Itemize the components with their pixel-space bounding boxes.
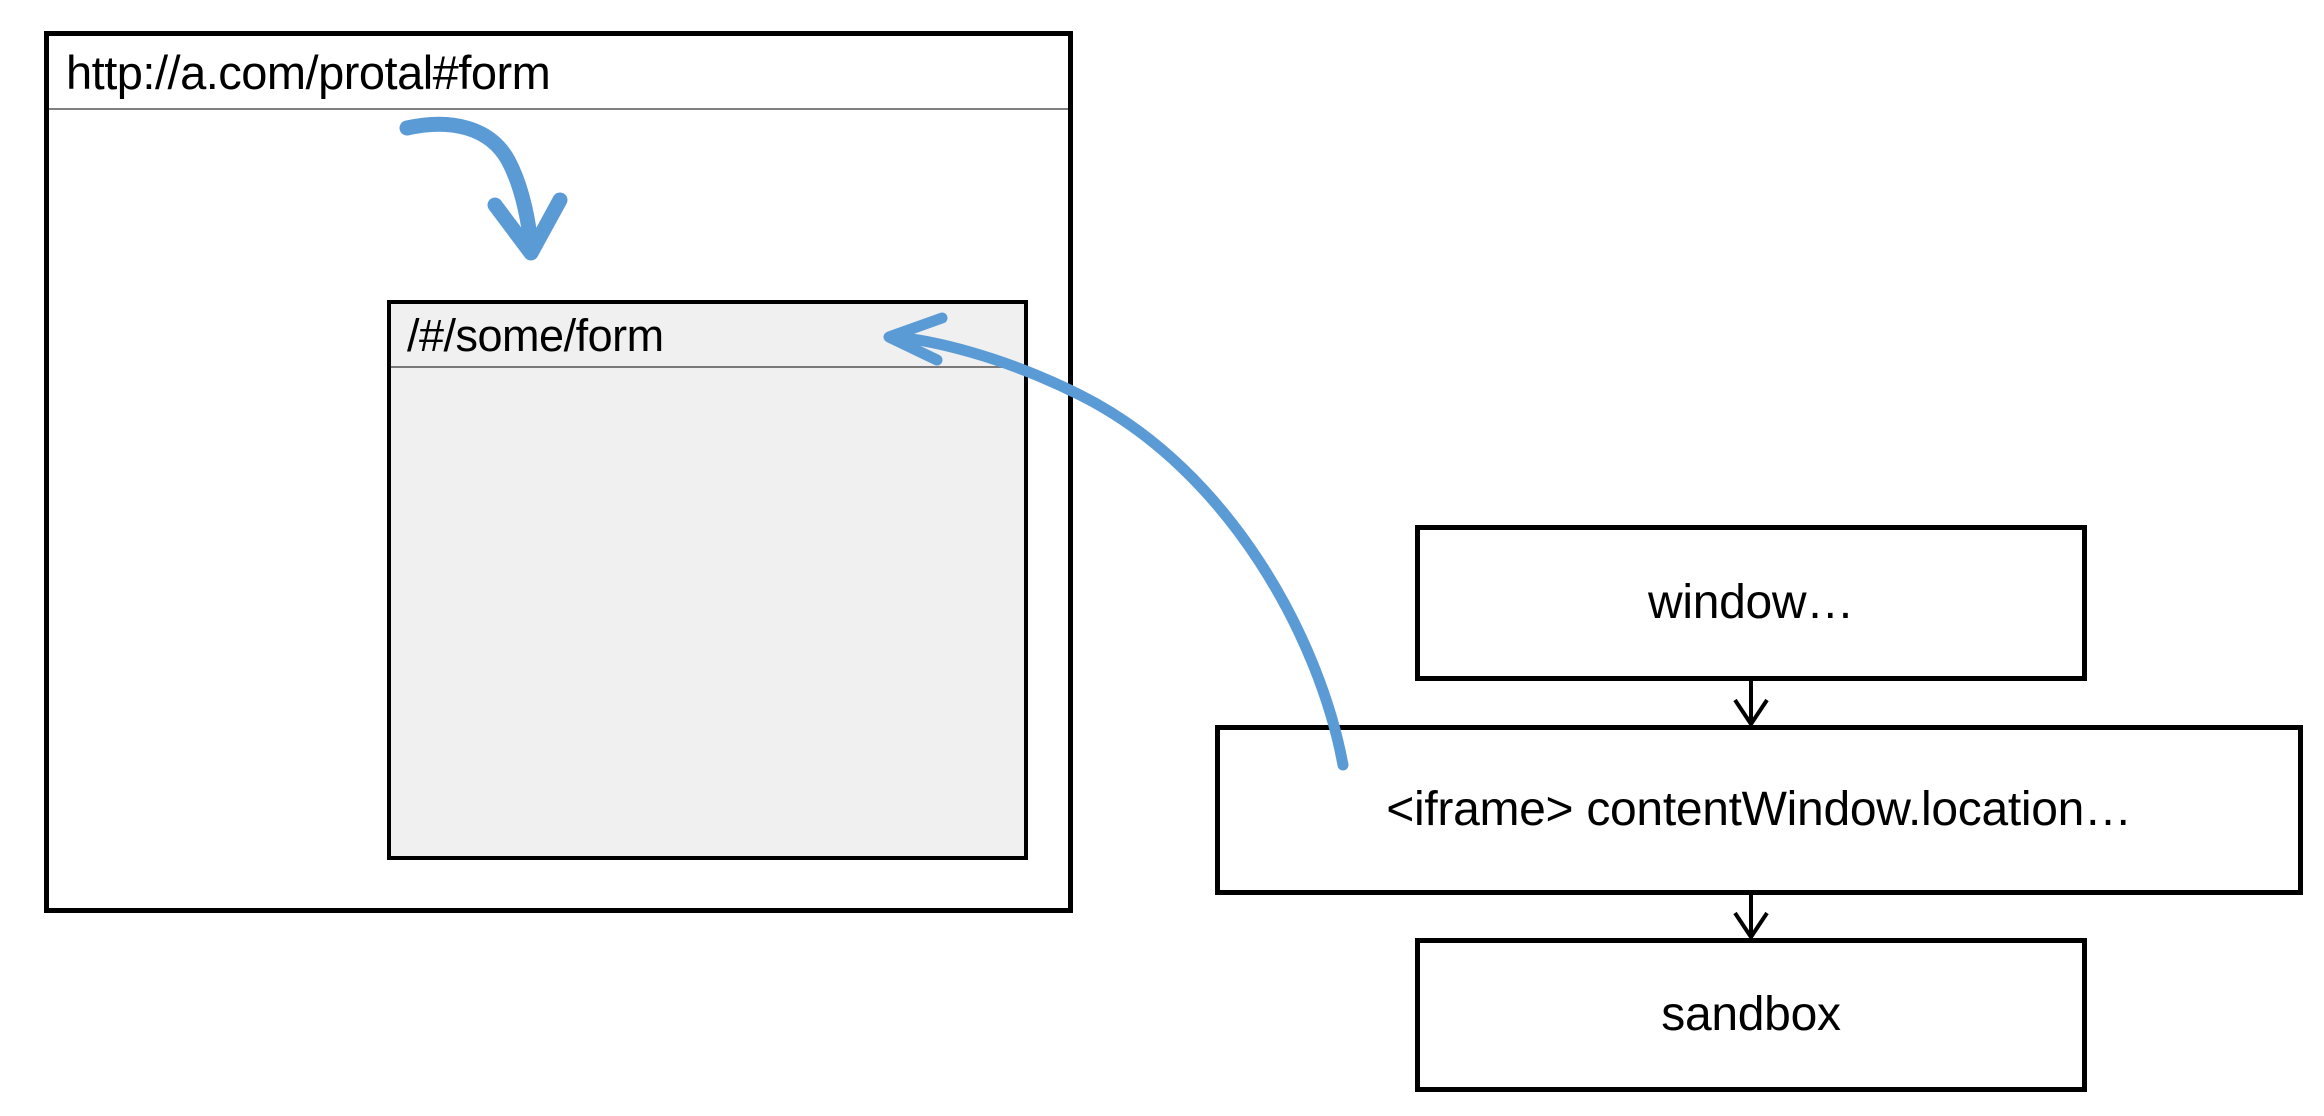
- iframe-url-text: /#/some/form: [407, 309, 664, 361]
- flow-box-iframe-label: <iframe> contentWindow.location…: [1386, 782, 2132, 836]
- connector-iframe-to-sandbox-icon: [1733, 895, 1769, 941]
- iframe-url-bar[interactable]: /#/some/form: [391, 304, 1024, 368]
- iframe-body: [391, 368, 1024, 856]
- browser-url-bar[interactable]: http://a.com/protal#form: [49, 36, 1068, 110]
- browser-url-text: http://a.com/protal#form: [66, 45, 551, 99]
- flow-box-window-label: window…: [1648, 575, 1854, 629]
- browser-window: http://a.com/protal#form /#/some/form: [44, 31, 1073, 913]
- flow-box-window: window…: [1415, 525, 2087, 681]
- flow-box-iframe: <iframe> contentWindow.location…: [1215, 725, 2303, 895]
- iframe-panel: /#/some/form: [387, 300, 1028, 860]
- flow-box-sandbox-label: sandbox: [1661, 987, 1841, 1041]
- connector-window-to-iframe-icon: [1733, 681, 1769, 728]
- flow-box-sandbox: sandbox: [1415, 938, 2087, 1092]
